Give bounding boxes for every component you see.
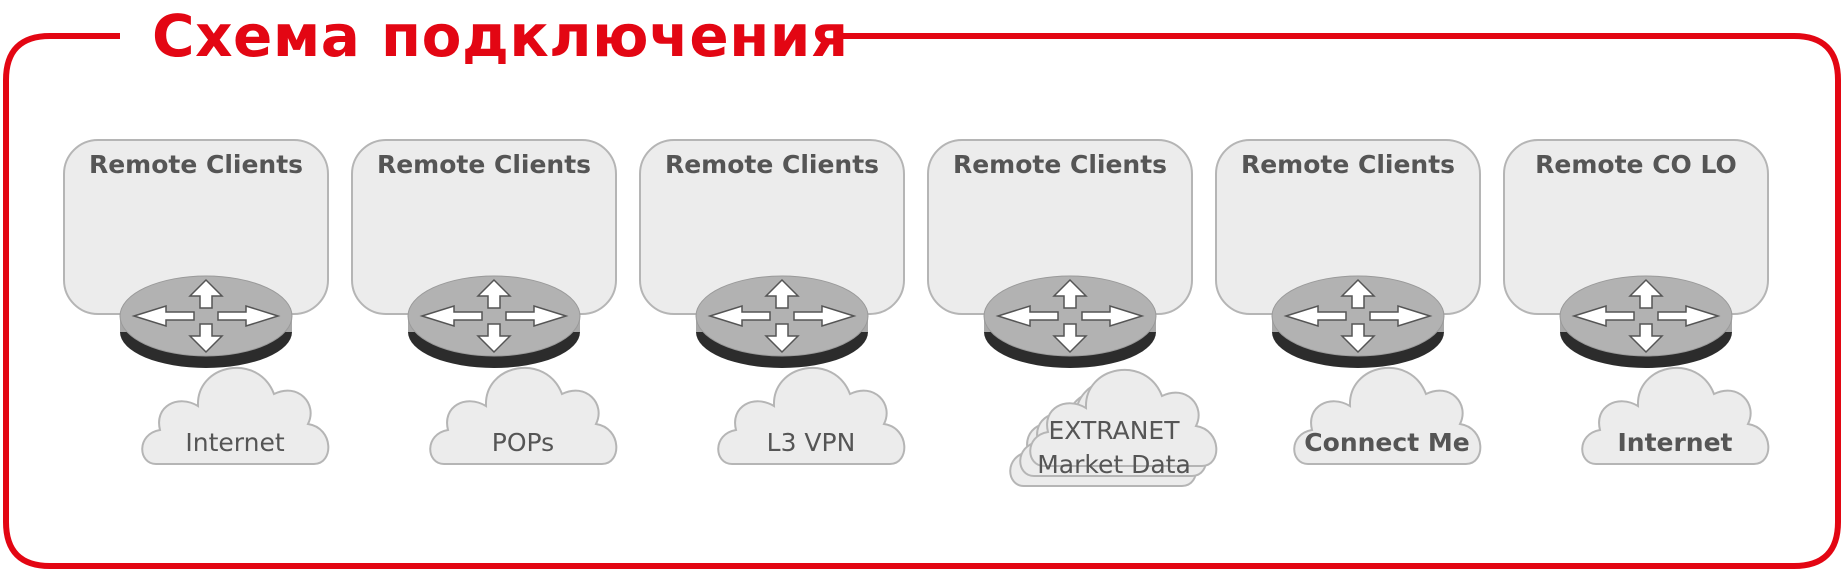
client-box-label: Remote CO LO	[1535, 150, 1737, 179]
client-box-label: Remote Clients	[1240, 150, 1456, 179]
unit-graphic	[63, 139, 330, 465]
cloud-label-line: Internet	[1617, 428, 1733, 457]
client-box-label: Remote Clients	[376, 150, 592, 179]
router-icon	[1559, 275, 1733, 357]
cloud-label: Connect Me	[1292, 426, 1482, 460]
router-arrows-icon	[995, 278, 1145, 354]
unit-graphic	[927, 139, 1218, 487]
cloud-label-line: Connect Me	[1304, 428, 1470, 457]
cloud-label-line: Market Data	[1037, 450, 1191, 479]
router-icon	[983, 275, 1157, 357]
client-box-label: Remote Clients	[952, 150, 1168, 179]
router-icon	[407, 275, 581, 357]
router-arrows-icon	[707, 278, 857, 354]
cloud-label: Internet	[1580, 426, 1770, 460]
router-icon	[1271, 275, 1445, 357]
unit-graphic	[1215, 139, 1482, 465]
router-arrows-icon	[1571, 278, 1721, 354]
cloud-icon	[1581, 366, 1770, 465]
frame-border	[3, 33, 1841, 569]
cloud-label: L3 VPN	[716, 426, 906, 460]
cloud-label-line: L3 VPN	[766, 428, 856, 457]
cloud-icon	[1293, 366, 1482, 465]
router-arrows-icon	[1283, 278, 1433, 354]
cloud-label: POPs	[428, 426, 618, 460]
cloud-label-line: EXTRANET	[1048, 416, 1180, 445]
router-icon	[695, 275, 869, 357]
cloud-icon	[717, 366, 906, 465]
connection-unit: Remote Clients L3 VPN	[576, 0, 906, 500]
unit-graphic	[639, 139, 906, 465]
cloud-icon	[1029, 368, 1218, 467]
unit-graphic	[351, 139, 618, 465]
router-arrows-icon	[131, 278, 281, 354]
router-icon	[119, 275, 293, 357]
router-arrows-icon	[419, 278, 569, 354]
cloud-icon	[429, 366, 618, 465]
page-title: Схема подключения	[152, 2, 849, 70]
connection-unit: Remote CO LO Internet	[1440, 0, 1770, 500]
client-box-label: Remote Clients	[664, 150, 880, 179]
unit-graphic	[1503, 139, 1770, 465]
cloud-label: EXTRANET Market Data	[1014, 414, 1214, 482]
cloud-label-line: POPs	[491, 428, 555, 457]
client-box-label: Remote Clients	[88, 150, 304, 179]
cloud-label: Internet	[140, 426, 330, 460]
cloud-icon	[141, 366, 330, 465]
cloud-label-line: Internet	[185, 428, 285, 457]
